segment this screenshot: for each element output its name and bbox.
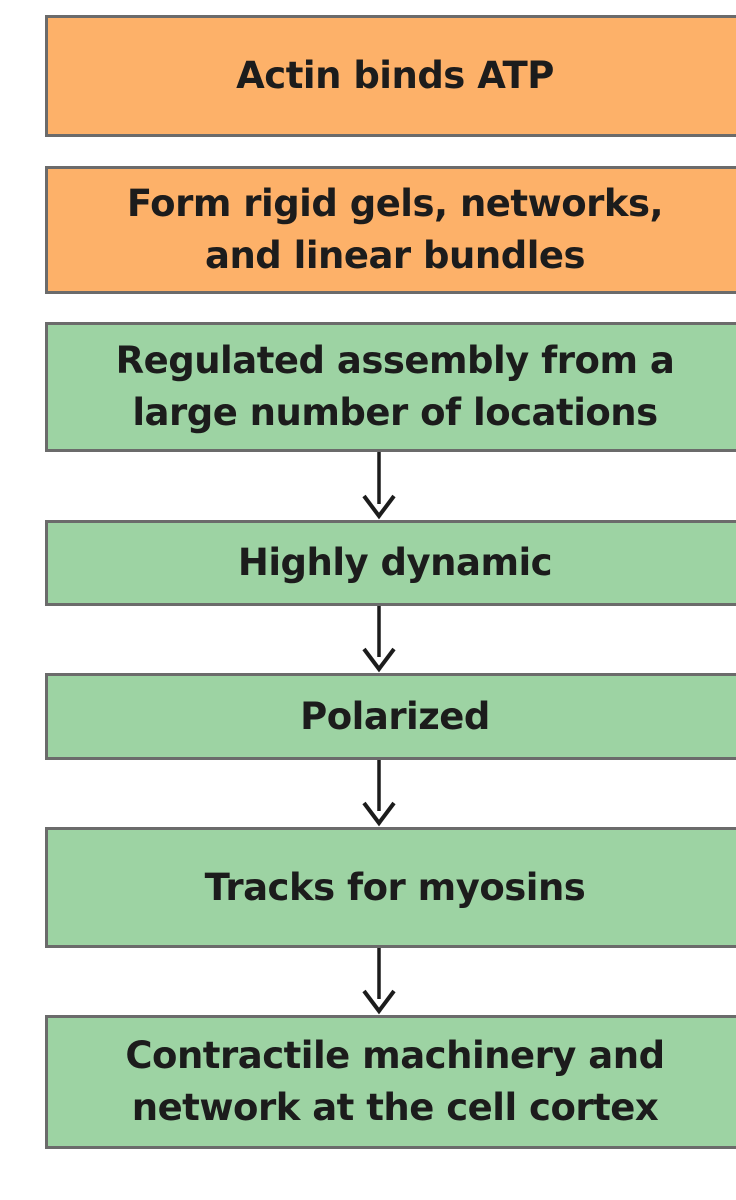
box-label: Actin binds ATP xyxy=(236,54,554,97)
box-actin-binds-atp: Actin binds ATP xyxy=(45,15,736,137)
arrow-down-icon xyxy=(362,606,396,673)
box-label: Contractile machinery and network at the… xyxy=(125,1034,665,1129)
box-contractile-machinery: Contractile machinery and network at the… xyxy=(45,1015,736,1149)
box-label: Highly dynamic xyxy=(237,541,553,584)
box-regulated-assembly: Regulated assembly from a large number o… xyxy=(45,322,736,452)
box-polarized: Polarized xyxy=(45,673,736,760)
arrow-down-icon xyxy=(362,760,396,827)
box-form-rigid-gels: Form rigid gels, networks, and linear bu… xyxy=(45,166,736,294)
box-label: Form rigid gels, networks, and linear bu… xyxy=(126,182,664,277)
box-label: Regulated assembly from a large number o… xyxy=(115,339,675,434)
arrow-down-icon xyxy=(362,452,396,520)
box-highly-dynamic: Highly dynamic xyxy=(45,520,736,606)
box-tracks-for-myosins: Tracks for myosins xyxy=(45,827,736,948)
arrow-down-icon xyxy=(362,948,396,1015)
box-label: Polarized xyxy=(300,694,490,738)
box-label: Tracks for myosins xyxy=(204,865,586,909)
